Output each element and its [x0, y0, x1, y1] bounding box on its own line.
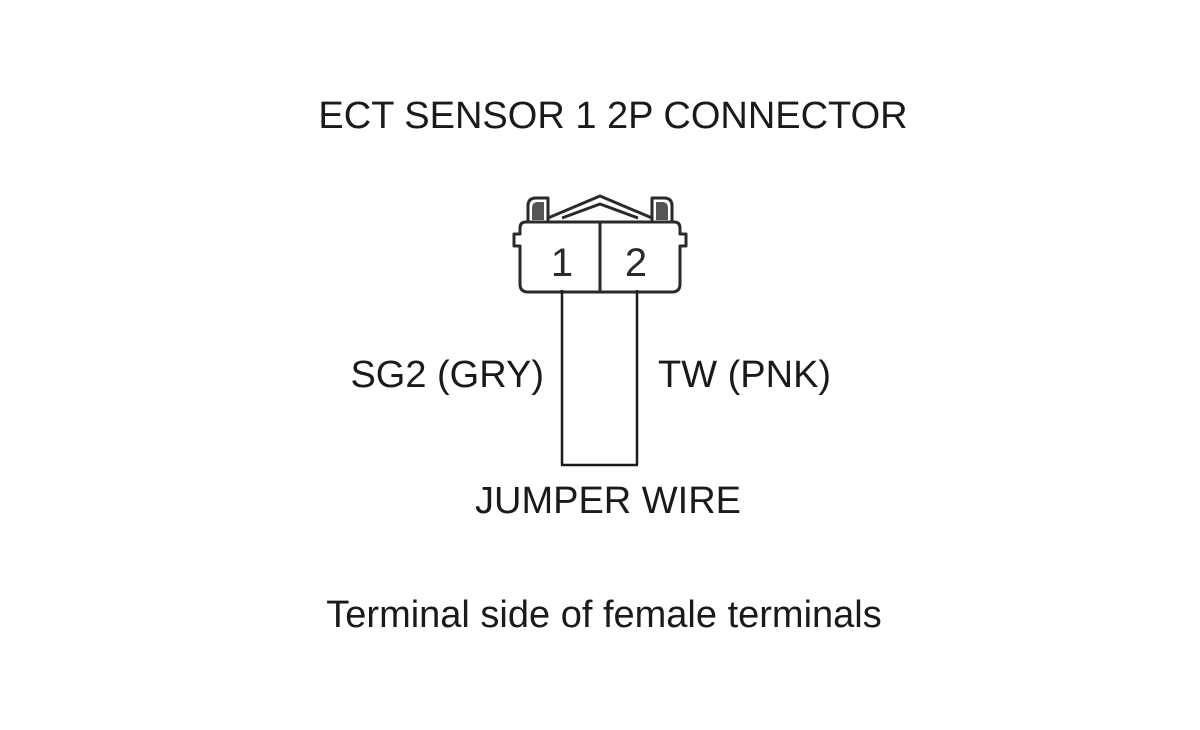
jumper-wire-label: JUMPER WIRE — [475, 480, 741, 522]
connector-2p — [512, 194, 688, 294]
jumper-wire — [560, 290, 639, 467]
pin-1-number: 1 — [551, 241, 573, 285]
left-lock-tab-shade — [532, 202, 544, 220]
center-latch — [547, 194, 653, 220]
diagram-title: ECT SENSOR 1 2P CONNECTOR — [318, 95, 908, 137]
wire-label-tw: TW (PNK) — [658, 354, 832, 396]
center-latch-inner — [561, 202, 639, 220]
wire-label-sg2: SG2 (GRY) — [350, 354, 544, 396]
pin-2-number: 2 — [625, 241, 647, 285]
diagram-caption: Terminal side of female terminals — [326, 594, 882, 636]
right-lock-tab-shade — [656, 202, 668, 220]
